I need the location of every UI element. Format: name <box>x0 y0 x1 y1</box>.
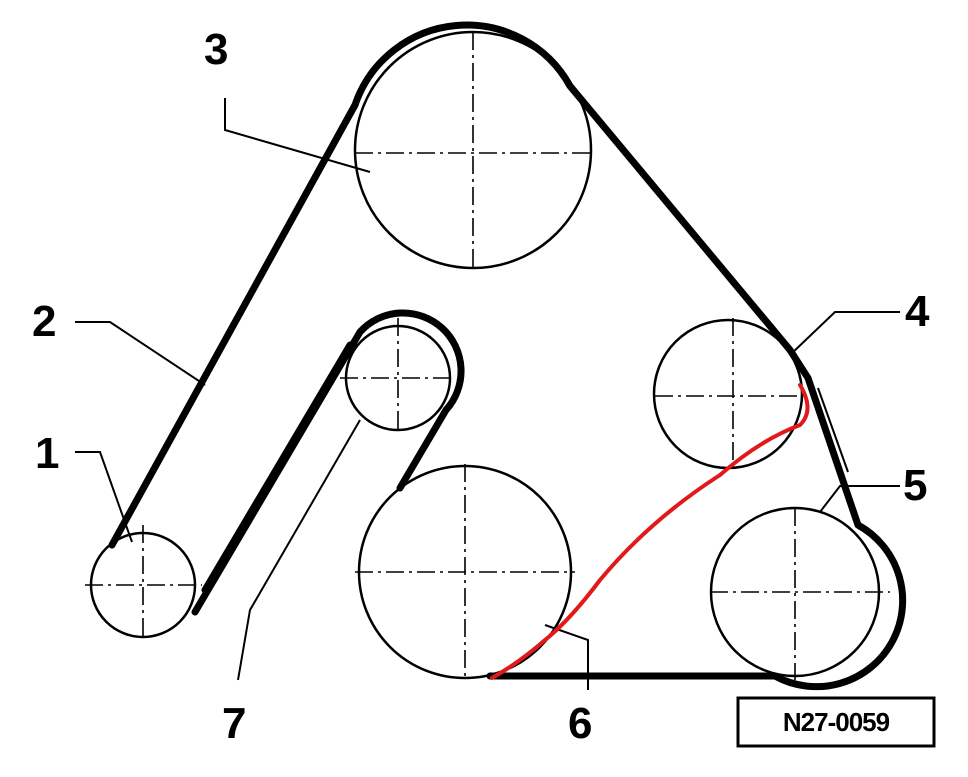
pulley-7 <box>340 318 452 432</box>
pulley-5 <box>709 506 890 680</box>
callout-1: 1 <box>35 429 59 478</box>
figure-code-label: N27-0059 <box>736 696 936 748</box>
leader-3 <box>224 98 371 173</box>
callout-7: 7 <box>222 699 246 748</box>
leader-7 <box>237 419 361 681</box>
leader-2 <box>75 321 206 386</box>
callout-4: 4 <box>905 287 930 336</box>
callout-5: 5 <box>903 461 927 510</box>
pulley-3 <box>353 30 593 270</box>
leader-4 <box>789 311 900 356</box>
callout-6: 6 <box>568 699 592 748</box>
tensioner-strand <box>811 387 849 473</box>
pulley-1 <box>85 525 202 640</box>
red-belt-annotation <box>490 383 810 680</box>
drive-belt <box>108 21 907 691</box>
figure-code-text: N27-0059 <box>783 707 890 737</box>
callout-3: 3 <box>204 25 228 74</box>
leader-1 <box>75 451 133 543</box>
drive-belt-inner-span <box>201 341 354 594</box>
callout-2: 2 <box>32 297 56 346</box>
leader-5 <box>819 485 900 513</box>
pulley-6 <box>355 464 575 680</box>
